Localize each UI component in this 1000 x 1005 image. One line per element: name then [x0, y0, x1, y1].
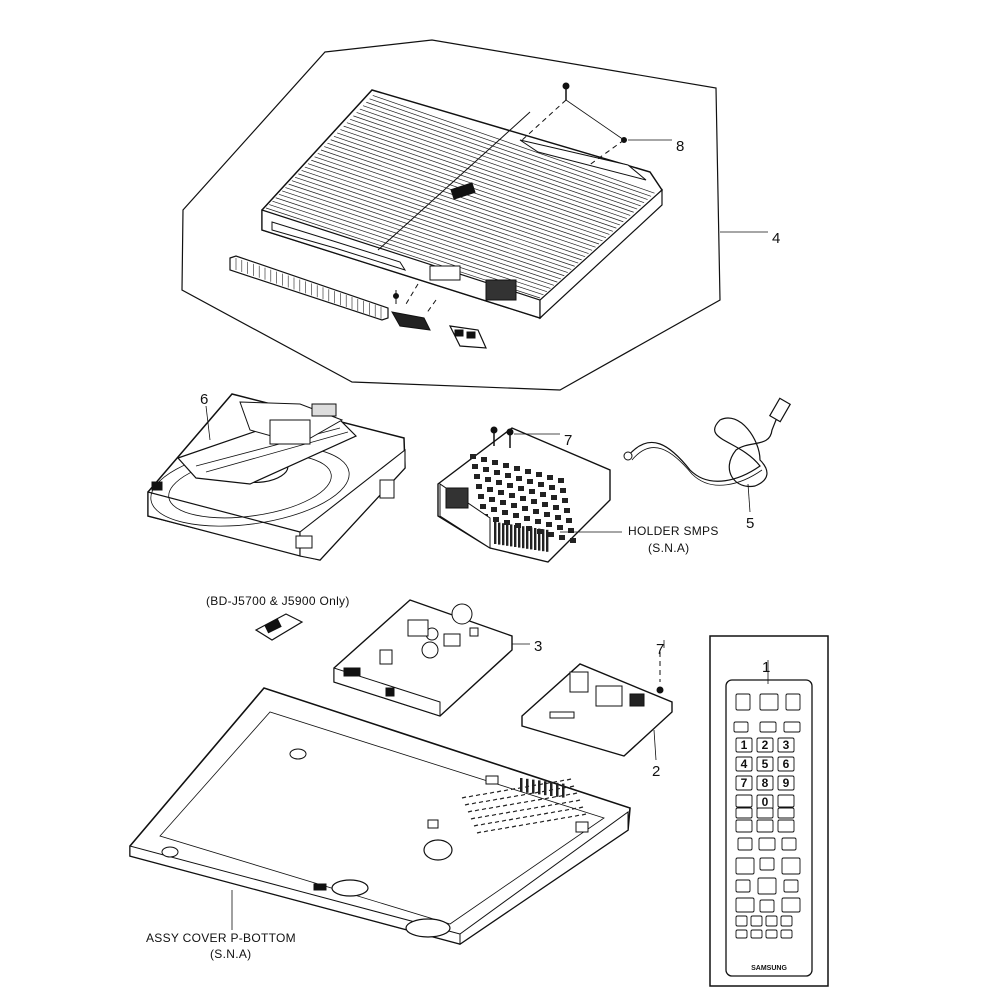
- remote-num-8-label: 8: [762, 776, 769, 790]
- assy-cover-label: ASSY COVER P-BOTTOM: [146, 931, 296, 945]
- remote-color-button-3[interactable]: [780, 915, 793, 927]
- remote-color-button-0[interactable]: [735, 915, 748, 927]
- holder-smps-sna: (S.N.A): [648, 541, 689, 555]
- remote-enter-button[interactable]: [757, 877, 777, 895]
- remote-num-2[interactable]: [756, 737, 774, 753]
- remote-return-button[interactable]: [735, 897, 755, 913]
- remote-audio-button[interactable]: [737, 837, 753, 851]
- remote-color-button-1[interactable]: [750, 915, 763, 927]
- wifi-module-part: [254, 613, 304, 641]
- holder-smps-label: HOLDER SMPS: [628, 524, 719, 538]
- remote-num-4-label: 4: [741, 757, 748, 771]
- remote-popup-button[interactable]: [777, 794, 795, 808]
- callout-7-top: 7: [564, 432, 572, 449]
- remote-home-button[interactable]: [758, 837, 776, 851]
- remote-skip-button-1[interactable]: [756, 807, 774, 819]
- remote-vol-down-button[interactable]: [759, 721, 777, 733]
- remote-num-0-label: 0: [762, 795, 769, 809]
- remote-function-button-2[interactable]: [765, 929, 778, 939]
- remote-info-button[interactable]: [781, 857, 801, 875]
- remote-num-7-label: 7: [741, 776, 748, 790]
- remote-play-button-2[interactable]: [777, 819, 795, 833]
- remote-right-button[interactable]: [783, 879, 799, 893]
- callout-8: 8: [676, 138, 684, 155]
- remote-up-button[interactable]: [759, 857, 775, 871]
- remote-eject-button[interactable]: [733, 721, 749, 733]
- cover-ridge-lines: [265, 95, 655, 299]
- front-trim-strip: [229, 255, 389, 321]
- callout-7-bottom: 7: [656, 641, 664, 658]
- remote-exit-button[interactable]: [781, 897, 801, 913]
- remote-function-button-3[interactable]: [780, 929, 793, 939]
- remote-num-2-label: 2: [762, 738, 769, 752]
- chassis-vent-slots: [461, 778, 587, 834]
- remote-skip-button-2[interactable]: [777, 807, 795, 819]
- remote-num-3[interactable]: [777, 737, 795, 753]
- remote-skip-button-0[interactable]: [735, 807, 753, 819]
- callout-3: 3: [534, 638, 542, 655]
- remote-tools-button[interactable]: [735, 857, 755, 875]
- power-cable-part: [623, 397, 792, 488]
- remote-num-5[interactable]: [756, 756, 774, 772]
- remote-num-9-label: 9: [783, 776, 790, 790]
- callout-4: 4: [772, 230, 780, 247]
- front-button-parts: [391, 283, 487, 349]
- remote-left-button[interactable]: [735, 879, 751, 893]
- remote-num-6-label: 6: [783, 757, 790, 771]
- holder-smps-part: [437, 426, 611, 563]
- callout-1: 1: [762, 659, 770, 676]
- callout-2: 2: [652, 763, 660, 780]
- remote-play-button-0[interactable]: [735, 819, 753, 833]
- remote-num-1[interactable]: [735, 737, 753, 753]
- assembly-boundary-octagon: [181, 39, 721, 391]
- remote-num-8[interactable]: [756, 775, 774, 791]
- remote-num-7[interactable]: [735, 775, 753, 791]
- remote-num-6[interactable]: [777, 756, 795, 772]
- remote-play-button-1[interactable]: [756, 819, 774, 833]
- remote-subtitle-button[interactable]: [781, 837, 797, 851]
- callout-6: 6: [200, 391, 208, 408]
- remote-vol-up-button[interactable]: [783, 721, 801, 733]
- top-cover-part: [261, 89, 663, 320]
- remote-power-button-2[interactable]: [785, 693, 801, 711]
- remote-power-button[interactable]: [735, 693, 751, 711]
- smps-vent-grid: [470, 454, 576, 552]
- remote-source-button[interactable]: [759, 693, 779, 711]
- remote-num-4[interactable]: [735, 756, 753, 772]
- remote-num-5-label: 5: [762, 757, 769, 771]
- bottom-chassis-part: [129, 687, 631, 945]
- remote-down-button[interactable]: [759, 899, 775, 913]
- remote-function-button-1[interactable]: [750, 929, 763, 939]
- screw-part-8: [519, 82, 627, 167]
- remote-num-9[interactable]: [777, 775, 795, 791]
- disc-loader-part: [147, 393, 406, 561]
- callout-5: 5: [746, 515, 754, 532]
- main-board-part: [333, 599, 513, 717]
- sub-board-part: [521, 652, 673, 757]
- remote-color-button-2[interactable]: [765, 915, 778, 927]
- remote-num-1-label: 1: [741, 738, 748, 752]
- assy-cover-sna: (S.N.A): [210, 947, 251, 961]
- remote-num-3-label: 3: [783, 738, 790, 752]
- remote-disc-menu-button[interactable]: [735, 794, 753, 808]
- bd-model-note: (BD-J5700 & J5900 Only): [206, 594, 350, 608]
- remote-brand: SAMSUNG: [751, 965, 787, 972]
- remote-function-button-0[interactable]: [735, 929, 748, 939]
